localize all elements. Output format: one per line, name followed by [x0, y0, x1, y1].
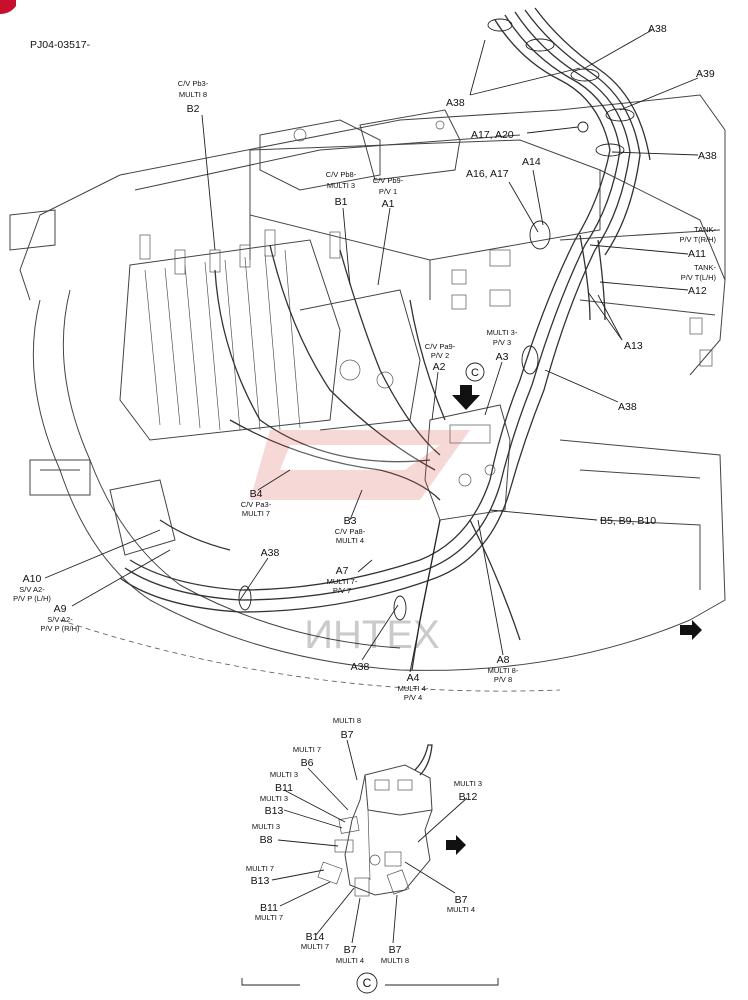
svg-text:P/V P (R/H): P/V P (R/H) — [40, 624, 80, 633]
view-c-marker: C — [452, 362, 485, 410]
svg-text:C/V Pb8-: C/V Pb8- — [326, 170, 357, 179]
label-b1: B1 — [335, 196, 348, 208]
pilot-block-c — [424, 404, 511, 521]
label-a4: A4 — [407, 672, 420, 684]
label-b14: B14 — [306, 931, 325, 943]
svg-text:P/V 7: P/V 7 — [333, 586, 351, 595]
label-a14: A14 — [522, 156, 541, 168]
label-b3: B3 — [344, 515, 357, 527]
svg-text:ИНТЕХ: ИНТЕХ — [304, 613, 439, 657]
label-b13: B13 — [265, 805, 284, 817]
direction-arrow — [680, 620, 702, 640]
svg-text:P/V 4: P/V 4 — [404, 693, 422, 702]
label-b8: B8 — [260, 834, 273, 846]
label-b7: B7 — [341, 729, 354, 741]
callout-labels: A38 A38 A39 A17, A20 A38 A16, A17 A14 TA… — [13, 23, 717, 702]
machine-frame-outline — [9, 94, 726, 692]
label-a38: A38 — [261, 547, 280, 559]
label-a38: A38 — [446, 97, 465, 109]
svg-text:S/V A2-: S/V A2- — [47, 615, 73, 624]
label-a13: A13 — [624, 340, 643, 352]
label-b5-b9-b10: B5, B9, B10 — [600, 515, 656, 527]
label-b7: B7 — [389, 944, 402, 956]
svg-text:C/V Pa8-: C/V Pa8- — [335, 527, 366, 536]
label-a38: A38 — [698, 150, 717, 162]
label-b13: B13 — [251, 875, 270, 887]
label-a38: A38 — [351, 661, 370, 673]
label-a16-a17: A16, A17 — [466, 168, 509, 180]
svg-text:MULTI 8-: MULTI 8- — [488, 666, 519, 675]
svg-text:S/V A2-: S/V A2- — [19, 585, 45, 594]
hose-bundle — [109, 7, 651, 671]
svg-text:MULTI 7: MULTI 7 — [293, 745, 321, 754]
label-b11: B11 — [260, 902, 278, 914]
svg-text:P/V 1: P/V 1 — [379, 187, 397, 196]
label-b12: B12 — [459, 791, 478, 803]
corner-marker — [0, 0, 16, 14]
svg-text:MULTI 3: MULTI 3 — [327, 181, 355, 190]
svg-text:MULTI 4-: MULTI 4- — [398, 684, 429, 693]
hose-clamps — [238, 18, 635, 621]
label-a1: A1 — [382, 198, 395, 210]
label-b7: B7 — [455, 894, 468, 906]
label-b7: B7 — [344, 944, 357, 956]
label-a39: A39 — [696, 68, 715, 80]
label-a2: A2 — [433, 361, 446, 373]
svg-text:P/V T(R/H): P/V T(R/H) — [679, 235, 716, 244]
label-a12: A12 — [688, 285, 707, 297]
svg-text:MULTI 7: MULTI 7 — [242, 509, 270, 518]
svg-text:MULTI 8: MULTI 8 — [333, 716, 361, 725]
label-a8: A8 — [497, 654, 510, 666]
svg-text:MULTI 8: MULTI 8 — [381, 956, 409, 965]
label-a38: A38 — [618, 401, 637, 413]
label-a10: A10 — [23, 573, 42, 585]
svg-text:MULTI 4: MULTI 4 — [336, 956, 364, 965]
svg-text:C/V Pa3-: C/V Pa3- — [241, 500, 272, 509]
label-b6: B6 — [301, 757, 314, 769]
svg-text:MULTI 3: MULTI 3 — [454, 779, 482, 788]
svg-text:P/V 8: P/V 8 — [494, 675, 512, 684]
label-b11: B11 — [275, 782, 293, 794]
detail-view-c: C MULTI 8 B7 MULTI 7 B6 MULTI 3 B11 MULT… — [241, 716, 499, 994]
document-id: PJ04-03517- — [30, 39, 91, 51]
label-a9: A9 — [54, 603, 67, 615]
label-b4: B4 — [250, 488, 263, 500]
svg-text:C: C — [471, 367, 479, 379]
svg-text:P/V 2: P/V 2 — [431, 351, 449, 360]
svg-text:MULTI 7: MULTI 7 — [246, 864, 274, 873]
label-a38: A38 — [648, 23, 667, 35]
label-b2: B2 — [187, 103, 200, 115]
svg-text:MULTI 7: MULTI 7 — [255, 913, 283, 922]
svg-text:MULTI 7: MULTI 7 — [301, 942, 329, 951]
svg-text:MULTI 3: MULTI 3 — [260, 794, 288, 803]
svg-text:MULTI 7-: MULTI 7- — [327, 577, 358, 586]
svg-text:MULTI 4: MULTI 4 — [447, 905, 475, 914]
label-a11: A11 — [688, 248, 706, 260]
control-valve-stack — [119, 229, 421, 441]
svg-text:P/V T(L/H): P/V T(L/H) — [681, 273, 717, 282]
svg-text:C/V Pb9-: C/V Pb9- — [373, 176, 404, 185]
svg-text:P/V 3: P/V 3 — [493, 338, 511, 347]
svg-text:MULTI 4: MULTI 4 — [336, 536, 364, 545]
label-a3: A3 — [496, 351, 509, 363]
leader-lines — [44, 29, 699, 673]
svg-text:P/V P (L/H): P/V P (L/H) — [13, 594, 51, 603]
svg-text:C: C — [363, 976, 372, 990]
label-a17-a20: A17, A20 — [471, 129, 514, 141]
svg-text:C/V Pa9-: C/V Pa9- — [425, 342, 456, 351]
svg-text:MULTI 8: MULTI 8 — [179, 90, 207, 99]
svg-text:MULTI 3-: MULTI 3- — [487, 328, 518, 337]
svg-text:MULTI 3: MULTI 3 — [252, 822, 280, 831]
svg-text:TANK-: TANK- — [694, 263, 716, 272]
label-a7: A7 — [336, 565, 349, 577]
svg-text:TANK-: TANK- — [694, 225, 716, 234]
svg-text:MULTI 3: MULTI 3 — [270, 770, 298, 779]
svg-text:C/V Pb3-: C/V Pb3- — [178, 79, 209, 88]
